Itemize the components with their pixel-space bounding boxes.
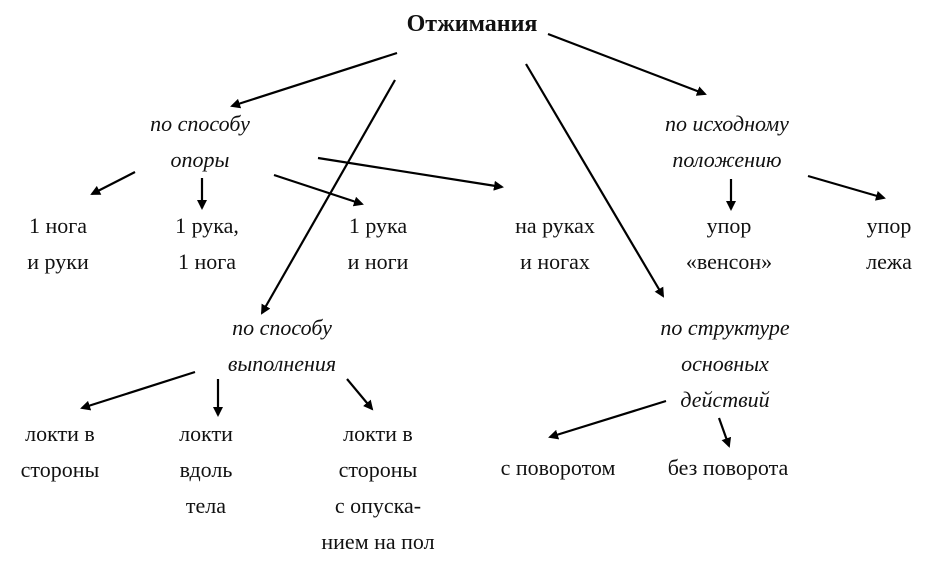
leaf-elbows-out: локти в стороны <box>21 416 100 488</box>
diagram-title: Отжимания <box>407 6 538 42</box>
leaf-text: и ноги <box>347 249 409 274</box>
leaf-text: и руки <box>27 249 89 274</box>
arrow-structure-to-with-turn <box>548 399 667 440</box>
leaf-text: тела <box>185 493 227 518</box>
leaf-text: 1 рука, <box>175 213 239 238</box>
leaf-one-hand-legs: 1 рука и ноги <box>348 208 409 280</box>
category-text: основных <box>681 351 769 376</box>
leaf-one-leg-hands: 1 нога и руки <box>27 208 88 280</box>
category-support: по способу опоры <box>150 106 250 178</box>
arrow-title-to-support <box>230 51 398 109</box>
arrow-support-to-one-hand-legs <box>273 173 364 207</box>
leaf-elbows-along: локти вдоль тела <box>179 416 233 524</box>
category-text: положению <box>672 147 782 172</box>
leaf-text: упор <box>866 213 912 238</box>
leaf-text: вдоль <box>179 457 233 482</box>
arrow-structure-to-without-turn <box>717 417 732 448</box>
leaf-text: локти в <box>25 421 95 446</box>
leaf-hands-legs: на руках и ногах <box>515 208 595 280</box>
leaf-text: 1 нога <box>28 213 88 238</box>
leaf-with-turn: с поворотом <box>501 450 616 486</box>
leaf-lying: упор лежа <box>866 208 912 280</box>
arrow-support-to-hands-legs <box>317 156 504 191</box>
leaf-text: на руках <box>515 213 595 238</box>
leaf-text: 1 нога <box>177 249 237 274</box>
category-text: по способу <box>232 315 332 340</box>
leaf-venson: упор «венсон» <box>686 208 772 280</box>
leaf-text: упор <box>706 213 752 238</box>
arrow-title-to-structure <box>525 63 665 298</box>
arrow-execution-to-elbows-out <box>80 370 196 411</box>
category-text: выполнения <box>227 351 337 376</box>
leaf-text: лежа <box>866 249 912 274</box>
category-text: по исходному <box>665 111 789 136</box>
leaf-text: стороны <box>20 457 100 482</box>
arrow-execution-to-elbows-out-floor <box>346 378 374 411</box>
leaf-text: «венсон» <box>685 249 773 274</box>
arrow-title-to-position <box>547 32 707 96</box>
category-text: опоры <box>170 147 230 172</box>
leaf-text: 1 рука <box>348 213 408 238</box>
category-position: по исходному положению <box>665 106 789 178</box>
title-text: Отжимания <box>406 11 538 37</box>
category-execution: по способу выполнения <box>228 310 336 382</box>
category-structure: по структуре основных действий <box>660 310 789 418</box>
category-text: по структуре <box>660 315 790 340</box>
leaf-text: нием на пол <box>321 529 435 554</box>
leaf-text: без поворота <box>667 455 789 480</box>
leaf-text: с поворотом <box>500 455 616 480</box>
leaf-without-turn: без поворота <box>668 450 789 486</box>
category-text: действий <box>680 387 770 412</box>
leaf-text: стороны <box>338 457 418 482</box>
leaf-one-hand-one-leg: 1 рука, 1 нога <box>175 208 239 280</box>
leaf-text: локти <box>179 421 233 446</box>
arrow-support-to-one-leg-hands <box>90 171 136 195</box>
category-text: по способу <box>150 111 250 136</box>
leaf-text: локти в <box>343 421 413 446</box>
arrow-position-to-lying <box>807 174 886 201</box>
leaf-text: с опуска- <box>334 493 422 518</box>
leaf-elbows-out-floor: локти в стороны с опуска- нием на пол <box>321 416 434 560</box>
arrow-title-to-execution <box>261 79 396 315</box>
leaf-text: и ногах <box>520 249 590 274</box>
